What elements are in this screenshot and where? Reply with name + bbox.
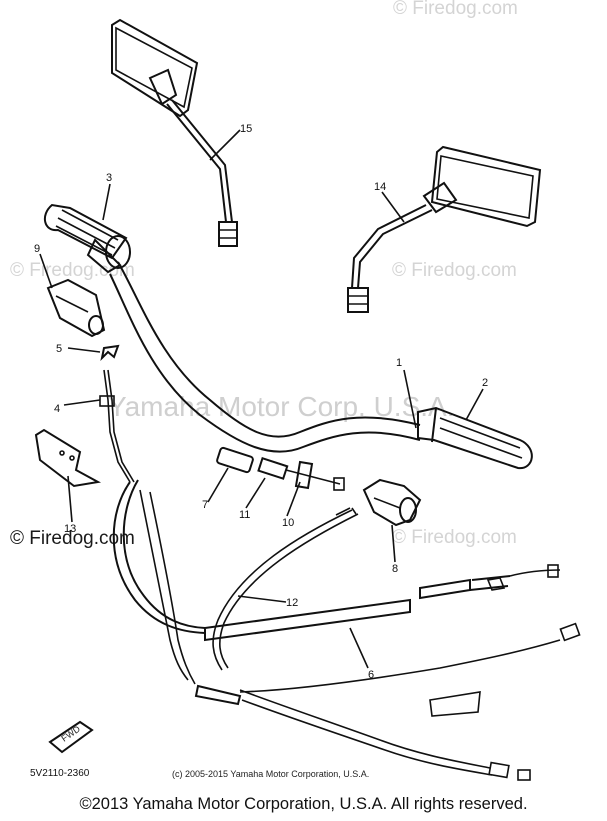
watermark-top-right: © Firedog.com [393,0,518,19]
watermark-right-lower: © Firedog.com [392,527,517,548]
handlebar [109,261,421,453]
watermark-right-mid: © Firedog.com [392,260,517,281]
adjuster-7 [216,446,254,474]
mirror-left [111,18,238,247]
callout-2: 2 [482,377,488,389]
nut-11 [257,457,289,480]
callout-1: 1 [396,357,402,369]
callout-10: 10 [282,517,294,529]
watermark-yamaha: Yamaha Motor Corp. U.S.A. [108,391,455,422]
callout-3: 3 [106,172,112,184]
callout-8: 8 [392,563,398,575]
callout-7: 7 [202,499,208,511]
fwd-arrow-tag: FWD [48,720,94,754]
cable-lower [139,489,581,781]
bracket-13 [34,428,102,488]
grip-left [43,203,131,274]
mirror-right [347,145,542,313]
callout-11: 11 [239,509,250,521]
callout-5: 5 [56,343,62,355]
housing-8 [362,478,422,527]
callout-9: 9 [34,243,40,255]
clip-5 [100,344,120,362]
watermark-left-lower: © Firedog.com [10,528,135,549]
cable-12 [212,507,359,671]
callout-12: 12 [286,597,298,609]
grip-right [417,406,533,470]
callout-lines [39,129,484,669]
cable-end-10 [285,460,345,491]
cable-6 [112,479,561,642]
throttle-cable-4 [99,369,135,483]
diagram-code: 5V2110-2360 [30,768,90,779]
callout-6: 6 [368,669,374,681]
small-copyright: (c) 2005-2015 Yamaha Motor Corporation, … [172,769,369,779]
watermark-left-mid: © Firedog.com [10,260,135,281]
callout-15: 15 [240,123,252,135]
callout-4: 4 [54,403,60,415]
switch-9 [46,278,106,338]
callout-13: 13 [64,523,76,535]
callout-labels: 1 2 3 4 5 6 7 8 9 10 11 12 13 14 15 [34,123,488,681]
callout-14: 14 [374,181,386,193]
footer-copyright: ©2013 Yamaha Motor Corporation, U.S.A. A… [79,795,528,813]
